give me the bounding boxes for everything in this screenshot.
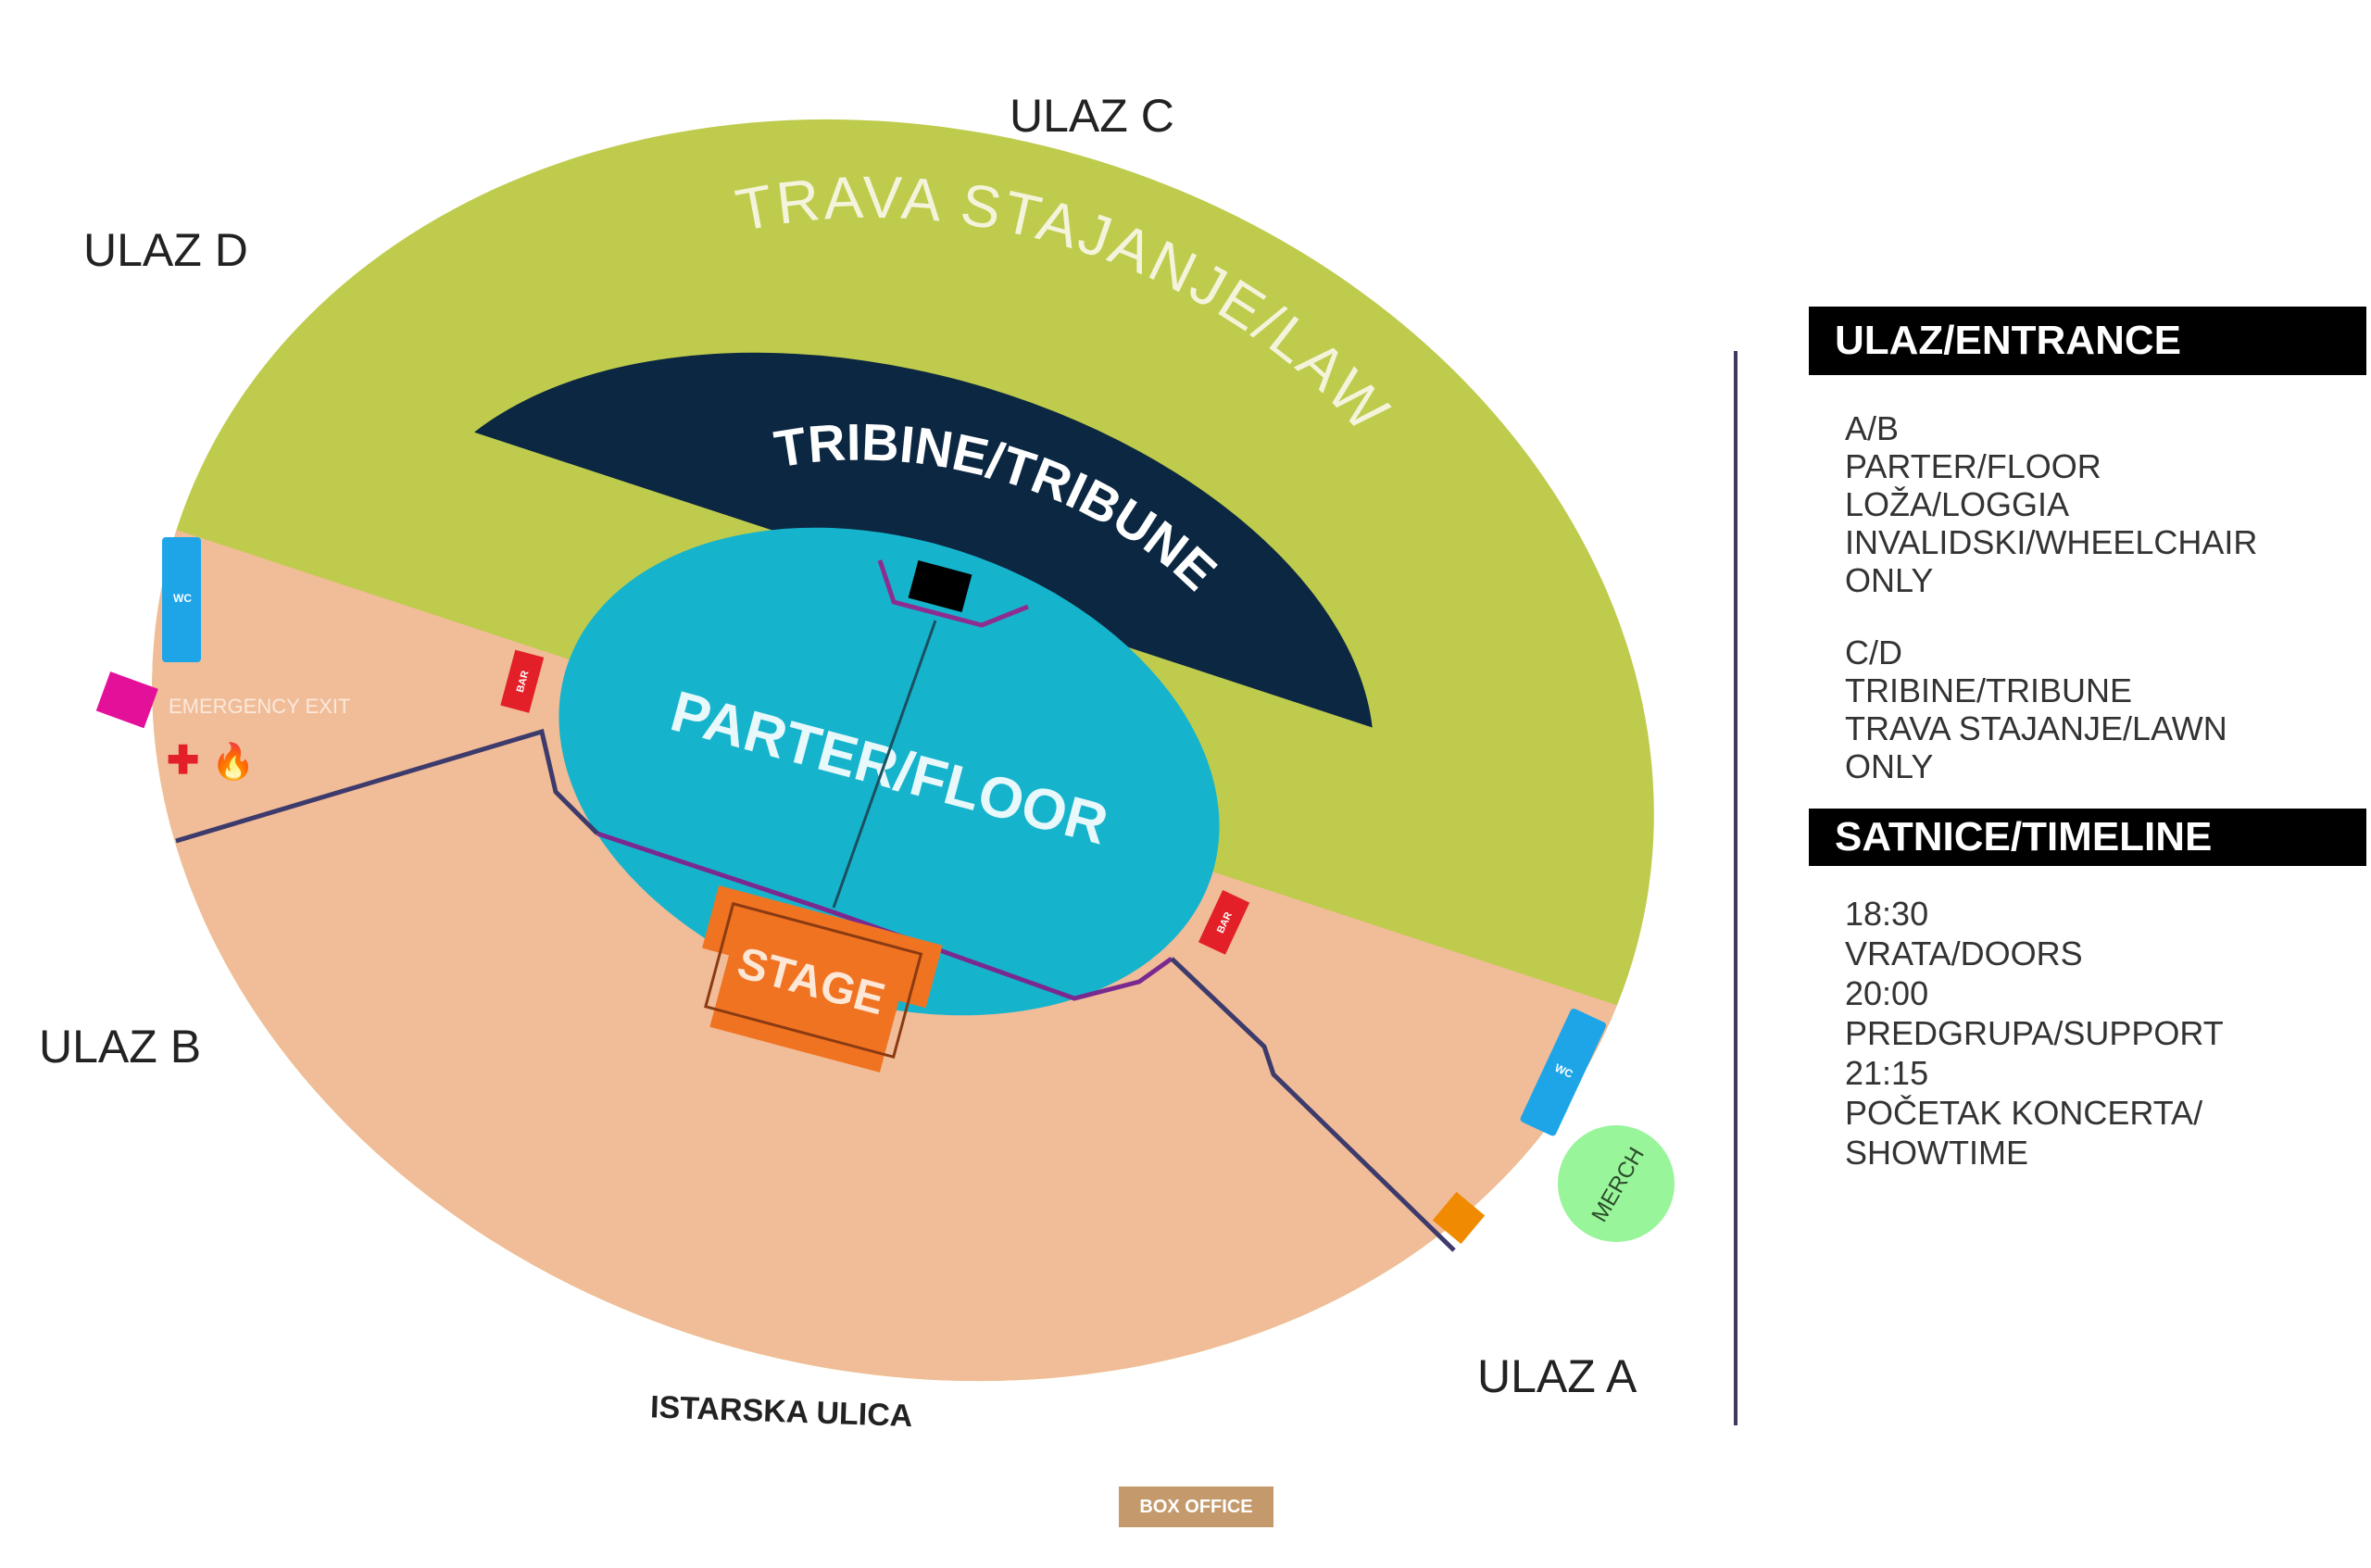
first-aid-icon: ✚ — [167, 738, 199, 782]
wc-left[interactable] — [162, 537, 201, 662]
booth-rail — [877, 559, 1029, 628]
legend-line: ONLY — [1845, 561, 1934, 599]
legend-line: INVALIDSKI/WHEELCHAIR — [1845, 523, 2258, 561]
timeline-line: POČETAK KONCERTA/ — [1845, 1094, 2203, 1132]
bar-right[interactable] — [1198, 890, 1250, 955]
legend-line: PARTER/FLOOR — [1845, 447, 2101, 485]
merch-stand[interactable] — [1558, 1125, 1675, 1242]
emergency-exit-marker[interactable] — [95, 671, 158, 729]
center-line — [832, 620, 937, 909]
wc-right[interactable] — [1519, 1008, 1607, 1137]
entrance-a-marker — [1432, 1191, 1486, 1245]
entrance-d-label: ULAZ D — [83, 224, 248, 276]
legend-line: LOŽA/LOGGIA — [1845, 485, 2070, 523]
entrance-b-label: ULAZ B — [39, 1021, 201, 1073]
barrier-line — [596, 831, 1173, 1001]
stage: STAGE — [702, 885, 943, 1073]
control-booth — [908, 559, 972, 613]
bar-left-label: BAR — [515, 670, 532, 694]
timeline-list: 18:30 VRATA/DOORS 20:00 PREDGRUPA/SUPPOR… — [1845, 894, 2224, 1173]
legend-line: TRIBINE/TRIBUNE — [1845, 671, 2133, 709]
divider — [1734, 351, 1737, 1425]
timeline-line: 21:15 — [1845, 1054, 1929, 1092]
legend-line: A/B — [1845, 409, 1900, 447]
timeline-header: SATNICE/TIMELINE — [1809, 809, 2366, 866]
timeline-line: VRATA/DOORS — [1845, 935, 2083, 972]
barrier-line-left — [175, 728, 599, 844]
bar-left[interactable] — [500, 649, 545, 713]
street-label: ISTARSKA ULICA — [650, 1389, 913, 1434]
legend-line: C/D — [1845, 633, 1902, 671]
fire-icon: 🔥 — [211, 741, 255, 782]
timeline-line: SHOWTIME — [1845, 1134, 2028, 1172]
entrance-cd-list: C/D TRIBINE/TRIBUNE TRAVA STAJANJE/LAWN … — [1845, 633, 2227, 785]
wc-left-label: WC — [173, 592, 192, 605]
emergency-exit-label: EMERGENCY EXIT — [169, 695, 350, 718]
legend-line: TRAVA STAJANJE/LAWN — [1845, 709, 2227, 747]
entrance-a-label: ULAZ A — [1477, 1350, 1637, 1402]
entrance-c-label: ULAZ C — [1010, 90, 1174, 142]
timeline-line: PREDGRUPA/SUPPORT — [1845, 1014, 2224, 1052]
entrance-ab-list: A/B PARTER/FLOOR LOŽA/LOGGIA INVALIDSKI/… — [1845, 409, 2257, 599]
barrier-line-right — [1170, 957, 1456, 1252]
timeline-line: 18:30 — [1845, 895, 1929, 933]
box-office[interactable]: BOX OFFICE — [1119, 1486, 1273, 1527]
timeline-line: 20:00 — [1845, 974, 1929, 1012]
legend-line: ONLY — [1845, 747, 1934, 785]
entrance-header: ULAZ/ENTRANCE — [1809, 307, 2366, 375]
